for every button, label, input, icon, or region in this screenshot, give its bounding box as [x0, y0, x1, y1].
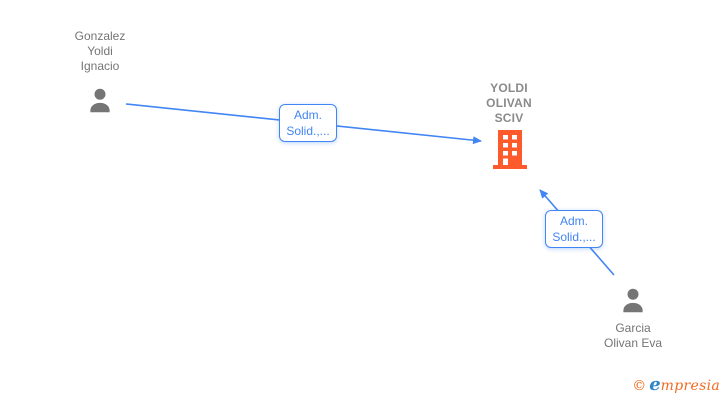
- node-label-yoldi-olivan-sciv: YOLDI OLIVAN SCIV: [449, 81, 569, 126]
- node-label-gonzalez-yoldi-ignacio: Gonzalez Yoldi Ignacio: [40, 29, 160, 74]
- node-label-line: Garcia: [615, 321, 651, 335]
- edge-label-gonzalez-to-company[interactable]: Adm. Solid.,...: [279, 104, 337, 142]
- edge-label-line: Adm.: [293, 108, 322, 122]
- node-label-line: Ignacio: [80, 59, 120, 73]
- empresia-logo: ©empresia: [632, 374, 720, 395]
- brand-initial: e: [649, 374, 661, 395]
- node-label-line: SCIV: [494, 111, 524, 125]
- node-label-line: OLIVAN: [486, 96, 532, 110]
- person-icon: [618, 286, 648, 316]
- node-gonzalez-yoldi-ignacio[interactable]: [85, 86, 115, 116]
- node-garcia-olivan-eva[interactable]: [618, 286, 648, 316]
- edge-label-garcia-to-company[interactable]: Adm. Solid.,...: [545, 210, 603, 248]
- brand-name: mpresia: [660, 378, 720, 394]
- node-label-line: Gonzalez: [74, 29, 126, 43]
- node-label-line: Olivan Eva: [603, 336, 663, 350]
- edge-label-line: Adm.: [559, 214, 588, 228]
- building-icon: [493, 130, 527, 173]
- node-label-line: YOLDI: [490, 81, 528, 95]
- node-label-line: Yoldi: [87, 44, 113, 58]
- node-label-garcia-olivan-eva: Garcia Olivan Eva: [573, 321, 693, 351]
- edge-label-line: Solid.,...: [552, 230, 596, 244]
- person-icon: [85, 86, 115, 116]
- copyright-symbol: ©: [632, 378, 647, 394]
- edge-label-line: Solid.,...: [286, 124, 330, 138]
- node-yoldi-olivan-sciv[interactable]: [493, 129, 527, 174]
